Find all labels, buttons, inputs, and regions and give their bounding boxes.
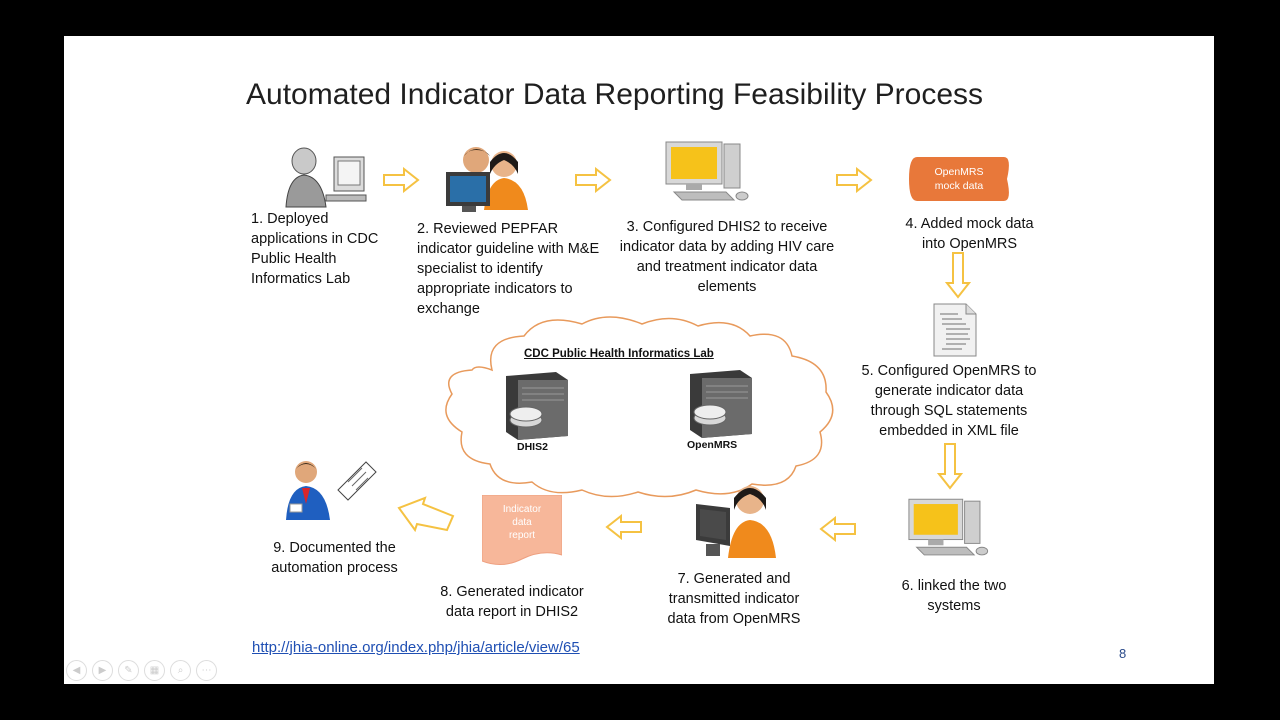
step-4-text: 4. Added mock data into OpenMRS [905,216,1034,252]
dhis2-server-label: DHIS2 [517,441,548,453]
pen-icon[interactable]: ✎ [118,660,139,681]
step-9-text: 9. Documented the automation process [271,540,398,576]
report-line1: Indicator [503,504,542,515]
arrow-right-1 [383,167,420,193]
zoom-icon[interactable]: ⌕ [170,660,191,681]
more-options-icon[interactable]: ⋯ [196,660,217,681]
step-8-text: 8. Generated indicator data report in DH… [440,584,584,620]
indicator-report-document: Indicator data report [482,495,562,565]
cloud-title: CDC Public Health Informatics Lab [524,348,714,360]
step-5-text: 5. Configured OpenMRS to generate indica… [861,363,1037,439]
arrow-down-1 [945,252,971,299]
person-at-computer-icon [285,147,367,208]
arrow-left-1 [819,516,856,542]
xml-document-icon [933,303,977,357]
arrow-down-2 [937,443,963,490]
person-with-clipboard-icon [286,461,377,520]
two-people-computer-icon [446,147,528,212]
page-number: 8 [1119,646,1127,661]
article-link[interactable]: http://jhia-online.org/index.php/jhia/ar… [252,639,580,656]
report-line2: data [512,517,532,528]
step-1-text: 1. Deployed applications in CDC Public H… [251,211,379,287]
arrow-right-2 [575,167,612,193]
openmrs-server-icon [690,370,752,438]
step-6-text: 6. linked the two systems [901,578,1007,614]
openmrs-server-label: OpenMRS [687,439,738,451]
arrow-left-2 [605,514,642,540]
pill-line2: mock data [935,180,984,192]
step-2-text: 2. Reviewed PEPFAR indicator guideline w… [417,221,600,317]
openmrs-mock-data-shape: OpenMRS mock data [909,157,1009,201]
cloud-shape [445,316,834,498]
prev-slide-icon[interactable]: ◀ [66,660,87,681]
desktop-computer-icon [908,498,989,556]
dhis2-server-icon [506,372,568,440]
slide: Automated Indicator Data Reporting Feasi… [64,36,1214,684]
desktop-computer-icon [665,141,749,201]
step-7-text: 7. Generated and transmitted indicator d… [667,571,801,627]
arrow-left-3 [397,496,455,532]
slides-grid-icon[interactable]: ▦ [144,660,165,681]
person-at-computer-icon [696,486,776,558]
slide-title: Automated Indicator Data Reporting Feasi… [246,78,984,111]
report-line3: report [509,530,535,541]
step-3-text: 3. Configured DHIS2 to receive indicator… [619,219,835,295]
pill-line1: OpenMRS [934,166,983,178]
next-slide-icon[interactable]: ▶ [92,660,113,681]
arrow-right-3 [836,167,873,193]
